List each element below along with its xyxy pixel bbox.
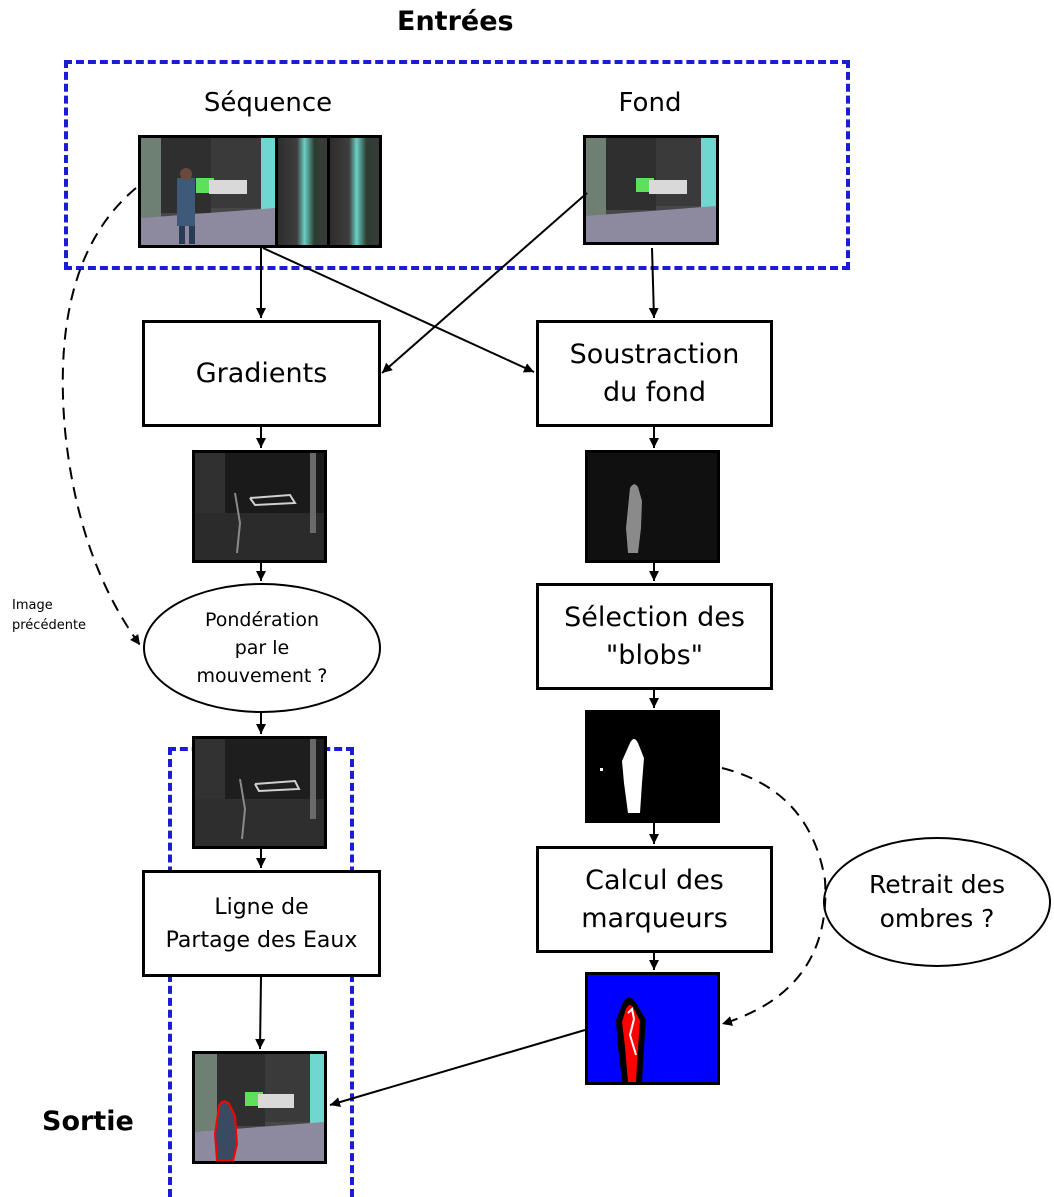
markers-line-1: Calcul des: [585, 864, 724, 896]
arrow-sequence-to-subtraction: [262, 247, 535, 373]
arrow-watershed-to-output: [255, 976, 266, 1050]
subtraction-line-2: du fond: [602, 376, 707, 408]
background-label: Fond: [618, 88, 682, 118]
subtraction-box: Soustraction du fond: [536, 320, 773, 427]
previous-image-line-1: Image: [12, 598, 53, 613]
previous-image-label: Image précédente: [12, 596, 86, 636]
markers-line-2: marqueurs: [581, 902, 728, 934]
gradient-image: [192, 450, 327, 563]
markers-box: Calcul des marqueurs: [536, 846, 773, 953]
sequence-frame-3: [326, 135, 382, 248]
background-image: [583, 135, 719, 245]
previous-image-line-2: précédente: [12, 618, 87, 633]
arrow-background-to-subtraction: [648, 247, 659, 319]
arrow-background-to-gradients: [381, 192, 588, 374]
watershed-line-2: Partage des Eaux: [165, 927, 358, 953]
sequence-label: Séquence: [203, 88, 333, 118]
markers-image: [585, 972, 720, 1085]
weighting-line-1: Pondération: [204, 609, 320, 631]
weighted-gradient-image: [192, 736, 327, 849]
weighting-ellipse: Pondération par le mouvement ?: [143, 583, 381, 713]
gradients-box: Gradients: [142, 320, 381, 427]
arrow-previous-image: [61, 187, 141, 646]
subtraction-line-1: Soustraction: [569, 338, 740, 370]
output-image: [192, 1051, 327, 1164]
blob-selection-line-2: "blobs": [605, 639, 704, 671]
arrow-markers-image-to-output: [329, 1029, 586, 1107]
shadow-line-2: ombres ?: [879, 904, 995, 933]
weighting-line-3: mouvement ?: [196, 665, 328, 687]
difference-image: [585, 450, 720, 563]
inputs-title: Entrées: [397, 6, 514, 37]
watershed-line-1: Ligne de: [214, 894, 309, 920]
output-title: Sortie: [42, 1106, 134, 1137]
sequence-frame-1: [138, 135, 278, 248]
inputs-frame: [64, 60, 850, 270]
gradients-label: Gradients: [195, 357, 328, 389]
arrow-shadow-removal: [721, 767, 827, 1026]
blob-selection-line-1: Sélection des: [564, 601, 745, 633]
shadow-removal-ellipse: Retrait des ombres ?: [823, 837, 1051, 967]
watershed-box: Ligne de Partage des Eaux: [142, 870, 381, 977]
blobs-image: [585, 710, 720, 823]
weighting-line-2: par le: [234, 637, 290, 659]
shadow-line-1: Retrait des: [869, 870, 1005, 899]
blob-selection-box: Sélection des "blobs": [536, 583, 773, 690]
